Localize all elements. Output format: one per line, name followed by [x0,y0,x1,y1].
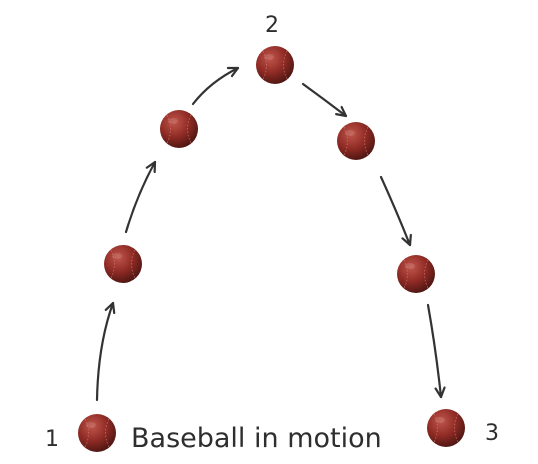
baseball-apex [255,45,295,85]
arrow-2 [124,160,157,234]
arrow-5 [379,175,410,247]
diagram-caption: Baseball in motion [131,423,382,454]
baseball-end [426,408,466,448]
position-label-start: 1 [45,427,59,452]
baseball-start [77,413,117,453]
baseball-falling-2 [396,254,436,294]
arrow-1 [95,301,113,402]
baseball-rising-1 [103,244,143,284]
position-label-apex: 2 [265,13,279,38]
position-label-end: 3 [485,421,499,446]
baseball-rising-2 [159,109,199,149]
arrow-6 [426,303,441,399]
arrow-4 [301,82,348,118]
arrow-3 [191,66,240,106]
baseball-falling-1 [336,121,376,161]
